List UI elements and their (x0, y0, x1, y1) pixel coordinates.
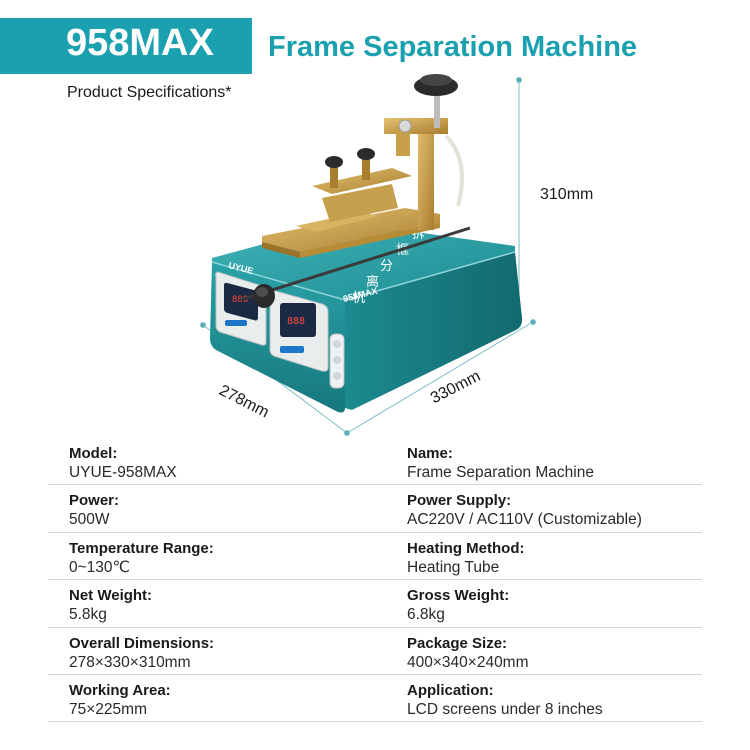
spec-value: 6.8kg (407, 606, 445, 624)
spec-cell: Package Size: 400×340×240mm (407, 634, 529, 673)
spec-label: Name: (407, 445, 453, 462)
spec-value: 0~130℃ (69, 558, 130, 576)
top-knob (414, 74, 458, 96)
spec-table: Model: UYUE-958MAX Name: Frame Separatio… (48, 438, 702, 723)
spec-row: Temperature Range: 0~130℃ Heating Method… (48, 533, 702, 581)
spec-value: 5.8kg (69, 606, 107, 624)
spec-cell: Model: UYUE-958MAX (69, 444, 177, 483)
dimension-height-label: 310mm (540, 186, 594, 203)
spec-cell: Net Weight: 5.8kg (69, 586, 152, 625)
spec-row: Model: UYUE-958MAX Name: Frame Separatio… (48, 438, 702, 486)
spec-label: Heating Method: (407, 539, 525, 557)
front-knob (253, 284, 275, 308)
spec-label: Temperature Range: (69, 539, 214, 557)
spec-value: 75×225mm (69, 700, 147, 718)
vertical-column (384, 96, 448, 230)
svg-text:分: 分 (380, 259, 393, 274)
control-panel-left: 888 (214, 271, 267, 346)
spec-label: Gross Weight: (407, 587, 510, 605)
spec-cell: Power Supply: AC220V / AC110V (Customiza… (407, 491, 642, 530)
spec-cell: Temperature Range: 0~130℃ (69, 539, 214, 578)
spec-value: Heating Tube (407, 558, 500, 576)
sliding-table (262, 208, 440, 258)
header-bar (0, 18, 252, 74)
svg-text:机: 机 (352, 291, 365, 306)
product-name-title: Frame Separation Machine (268, 31, 638, 63)
spec-label: Application: (407, 681, 494, 699)
side-switches (329, 333, 345, 389)
svg-text:离: 离 (366, 274, 379, 290)
spec-cell: Heating Method: Heating Tube (407, 539, 525, 578)
spec-cell: Overall Dimensions: 278×330×310mm (69, 634, 214, 673)
spec-cell: Working Area: 75×225mm (69, 681, 171, 720)
clamp-assembly (312, 148, 412, 222)
spec-label: Package Size: (407, 634, 508, 652)
spec-value: UYUE-958MAX (69, 464, 177, 481)
spec-value: 500W (69, 511, 110, 529)
spec-label: Power: (69, 492, 120, 510)
spec-value: LCD screens under 8 inches (407, 700, 603, 718)
spec-label: Overall Dimensions: (69, 634, 215, 652)
spec-label: Power Supply: (407, 492, 512, 510)
spec-value: Frame Separation Machine (407, 464, 594, 481)
spec-cell: Application: LCD screens under 8 inches (407, 681, 603, 720)
spec-value: 400×340×240mm (407, 653, 529, 671)
spec-value: AC220V / AC110V (Customizable) (407, 511, 642, 529)
spec-label: Working Area: (69, 681, 171, 699)
spec-cell: Power: 500W (69, 491, 119, 530)
spec-cell: Gross Weight: 6.8kg (407, 586, 509, 625)
spec-label: Model: (69, 445, 118, 462)
spec-label: Net Weight: (69, 587, 153, 605)
spec-cell: Name: Frame Separation Machine (407, 444, 594, 483)
spec-row: Power: 500W Power Supply: AC220V / AC110… (48, 485, 702, 533)
spec-value: 278×330×310mm (69, 653, 191, 671)
svg-text:888: 888 (287, 316, 305, 327)
spec-row: Working Area: 75×225mm Application: LCD … (48, 675, 702, 723)
subtitle: Product Specifications* (67, 84, 232, 101)
model-title: 958MAX (66, 22, 214, 64)
product-illustration: 888 888 UYUE 958MAX 拆 框 分 离 机 (200, 74, 536, 436)
spec-row: Net Weight: 5.8kg Gross Weight: 6.8kg (48, 580, 702, 628)
spec-row: Overall Dimensions: 278×330×310mm Packag… (48, 628, 702, 675)
